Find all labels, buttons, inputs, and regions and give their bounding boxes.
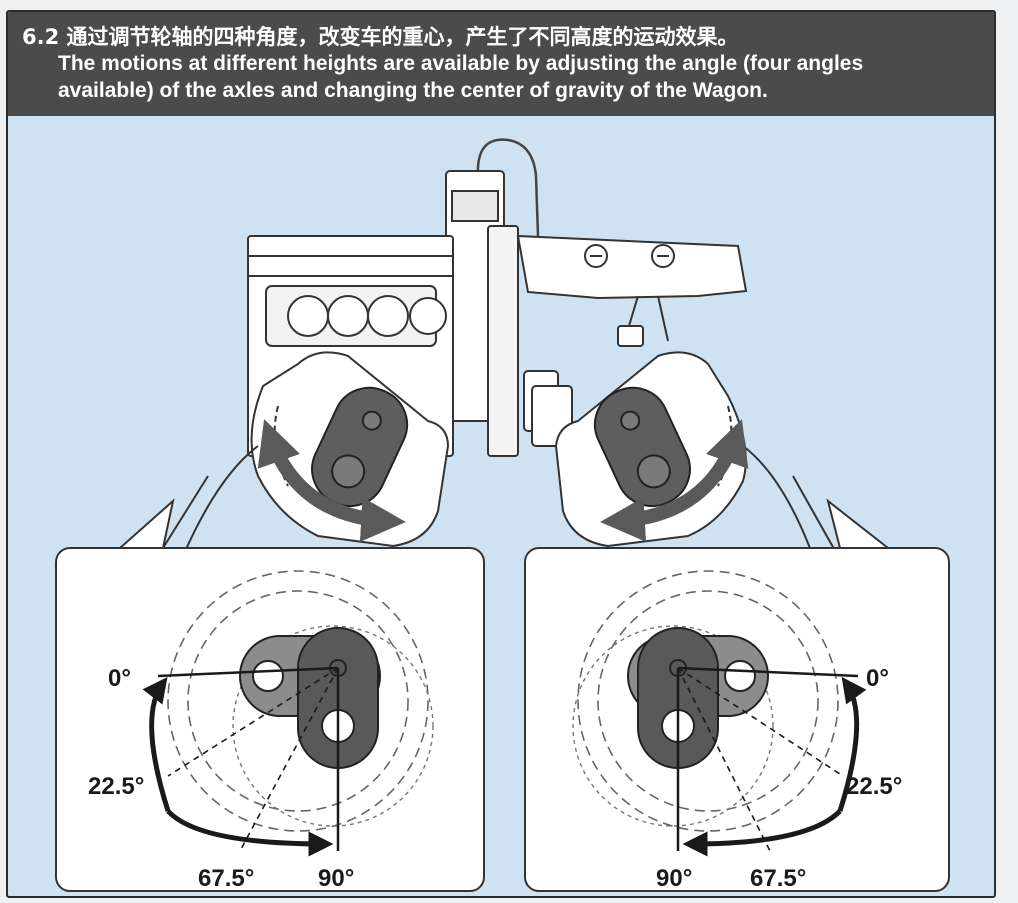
gear-row xyxy=(265,285,447,347)
left-hand-adjusting-axle xyxy=(157,351,450,557)
step-title-english-line-1: The motions at different heights are ava… xyxy=(58,52,864,75)
assembly-illustration: 0° 22.5° 67.5° 90° xyxy=(55,138,950,892)
step-header: 6.2 通过调节轮轴的四种角度，改变车的重心，产生了不同高度的运动效果。 The… xyxy=(8,12,994,116)
left-angle-detail: 0° 22.5° 67.5° 90° xyxy=(55,547,485,892)
right-angle-detail: 0° 22.5° 67.5° 90° xyxy=(524,547,950,892)
right-angle-label-90: 90° xyxy=(656,865,692,892)
right-angle-label-22-5: 22.5° xyxy=(846,773,902,800)
left-angle-label-22-5: 22.5° xyxy=(88,773,144,800)
left-angle-label-0: 0° xyxy=(108,665,131,692)
left-angle-label-67-5: 67.5° xyxy=(198,865,254,892)
right-angle-label-67-5: 67.5° xyxy=(750,865,806,892)
step-title-english-line-2: available) of the axles and changing the… xyxy=(58,79,768,102)
step-title-chinese: 6.2 通过调节轮轴的四种角度，改变车的重心，产生了不同高度的运动效果。 xyxy=(22,25,739,49)
right-callout-pointer xyxy=(826,498,889,549)
instruction-panel: 6.2 通过调节轮轴的四种角度，改变车的重心，产生了不同高度的运动效果。 The… xyxy=(6,10,996,898)
right-angle-label-0: 0° xyxy=(866,665,889,692)
left-callout-pointer xyxy=(119,498,175,549)
left-angle-label-90: 90° xyxy=(318,865,354,892)
right-hand-adjusting-axle xyxy=(554,351,839,557)
